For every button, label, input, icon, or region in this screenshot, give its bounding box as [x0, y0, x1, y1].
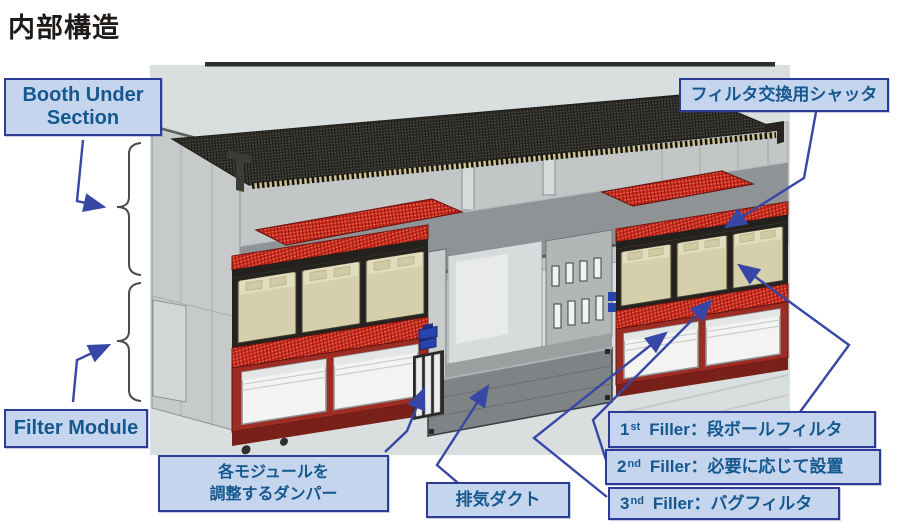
- filler-3-description: Filler：バグフィルタ: [652, 493, 813, 513]
- roof-corner-bracket: [228, 150, 252, 192]
- bag-filter-boxes: [241, 343, 419, 426]
- callout-damper: 各モジュールを 調整するダンパー: [158, 455, 389, 512]
- callout-exhaust-duct-label: 排気ダクト: [455, 490, 541, 510]
- callout-exhaust-duct: 排気ダクト: [426, 482, 570, 518]
- exhaust-duct-3d: [427, 229, 613, 437]
- right-filter-module: [615, 201, 789, 397]
- callout-filter-module: Filter Module: [4, 409, 148, 448]
- brace-booth-under-section: [116, 142, 142, 276]
- page-title: 内部構造: [8, 13, 120, 43]
- duct-slotted-wall: [545, 229, 613, 353]
- leader-booth-under-section: [75, 139, 107, 212]
- cardboard-filter-boxes: [237, 251, 425, 344]
- roof-end-cap: [765, 121, 784, 144]
- removed-wall-panel: [152, 299, 187, 403]
- filler-2-number: 2: [617, 457, 627, 477]
- module-top-grate: [231, 224, 429, 271]
- caster-wheel: [241, 445, 251, 455]
- callout-filter-shutter-label: フィルタ交換用シャッタ: [690, 85, 878, 105]
- leader-damper: [384, 386, 426, 453]
- callout-booth-under-section: Booth Under Section: [4, 78, 162, 136]
- leader-filter-shutter: [723, 111, 818, 229]
- filler-1-description: Filler：段ボールフィルタ: [649, 419, 843, 439]
- filler-1-number: 1: [620, 419, 630, 439]
- filler-3-number: 3: [620, 493, 630, 513]
- left-filter-module: [231, 224, 429, 455]
- callout-filter-shutter: フィルタ交換用シャッタ: [679, 78, 889, 112]
- callout-damper-label: 各モジュールを 調整するダンパー: [209, 463, 338, 503]
- leader-exhaust-duct: [435, 383, 490, 484]
- leader-filter-module: [71, 343, 112, 403]
- filler-2-description: Filler：必要に応じて設置: [649, 457, 844, 477]
- red-floor-grate-left: [254, 198, 465, 246]
- module-blue-handles: [608, 292, 616, 312]
- caster-wheel: [280, 437, 288, 446]
- callout-filter-module-label: Filter Module: [13, 417, 139, 439]
- brace-filter-module: [116, 282, 142, 402]
- leader-filler-3: [532, 331, 668, 498]
- damper-valve: [418, 323, 438, 351]
- damper-slats: [413, 349, 444, 420]
- callout-booth-under-section-label: Booth Under Section: [22, 84, 144, 129]
- roof-grating: [170, 93, 784, 192]
- leader-filler-1: [737, 263, 851, 413]
- leader-filler-2: [591, 299, 713, 464]
- red-floor-grate-right: [599, 170, 756, 207]
- roof-back-edge: [205, 62, 775, 67]
- duct-wall-slots: [551, 257, 604, 329]
